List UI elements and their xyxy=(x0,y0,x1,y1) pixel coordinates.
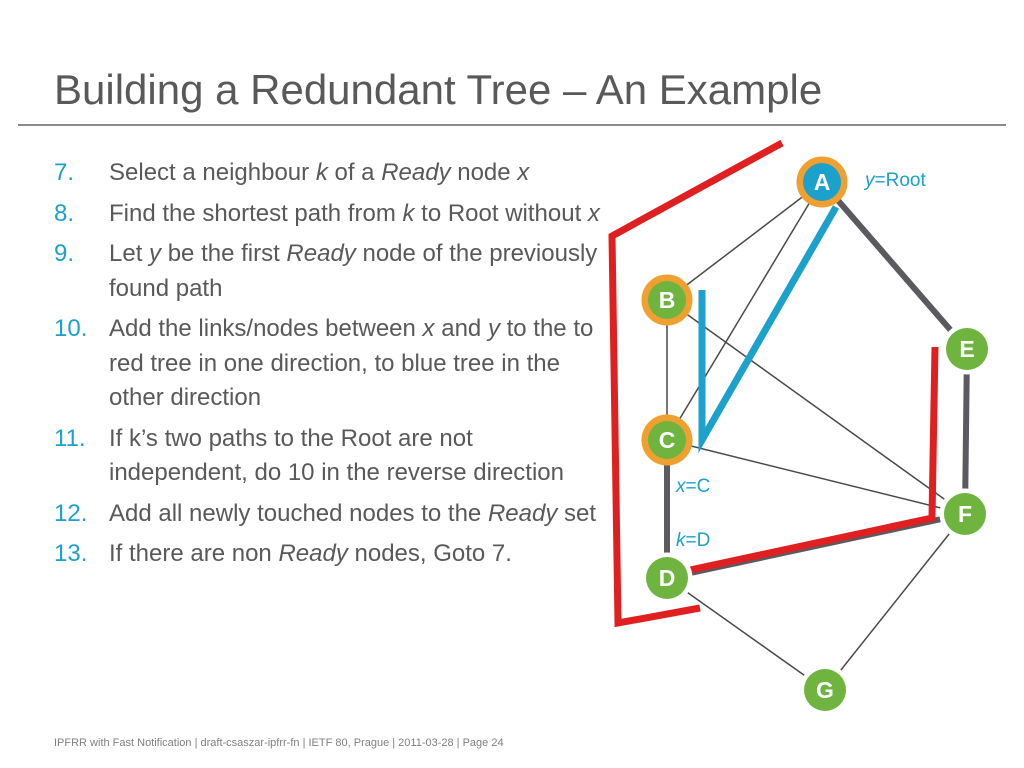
step-number: 7. xyxy=(54,159,75,186)
title-divider xyxy=(18,124,1006,126)
step-text-emphasis: k xyxy=(402,199,415,227)
node-a-label: A xyxy=(814,169,831,195)
step-text-run: If there are non xyxy=(109,540,279,567)
node-e-fill xyxy=(946,328,988,370)
annotation-x-c: x=C xyxy=(675,476,710,497)
step-text-emphasis: Ready xyxy=(278,540,348,567)
step-text-run: node of the previously found path xyxy=(109,240,598,302)
step-text-run: Add the links/nodes between xyxy=(109,315,423,342)
slide-footer: IPFRR with Fast Notification | draft-csa… xyxy=(54,737,504,749)
step-text: Add all newly touched nodes to the Ready… xyxy=(109,497,614,532)
node-e-label: E xyxy=(959,336,974,362)
node-d: D xyxy=(641,552,693,604)
step-number: 11. xyxy=(54,424,86,452)
step-text-run: Find the shortest path from xyxy=(109,199,403,227)
node-d-label: D xyxy=(659,565,676,591)
step-item: 12. Add all newly touched nodes to the Re… xyxy=(54,497,614,532)
node-d-fill xyxy=(646,557,688,599)
annotation-y-root: y=Root xyxy=(863,170,926,191)
algorithm-steps: 7. Select a neighbour k of a Ready node x… xyxy=(54,156,614,578)
step-text-emphasis: Ready xyxy=(286,240,356,267)
edge-b-f xyxy=(666,299,966,515)
edge-c-f xyxy=(666,439,966,515)
step-item: 11. If k’s two paths to the Root are not … xyxy=(54,422,614,491)
step-text-emphasis: Ready xyxy=(381,159,451,186)
edge-a-c xyxy=(666,181,823,441)
step-number: 10. xyxy=(54,315,88,342)
step-text: If there are non Ready nodes, Goto 7. xyxy=(109,537,614,572)
node-g: G xyxy=(799,664,851,716)
node-f-fill xyxy=(944,493,986,535)
step-text-emphasis: x xyxy=(517,159,530,186)
step-text-run: be the first xyxy=(161,240,287,267)
step-item: 10. Add the links/nodes between x and y t… xyxy=(54,312,614,416)
blue-tree-path xyxy=(698,205,840,454)
step-text: Find the shortest path from k to Root wi… xyxy=(109,197,614,232)
step-text-run: Let xyxy=(109,240,150,267)
step-text-run: and xyxy=(434,315,488,342)
node-g-fill xyxy=(804,669,846,711)
step-text: Select a neighbour k of a Ready node x xyxy=(109,156,614,191)
node-e: E xyxy=(941,323,993,375)
node-g-label: G xyxy=(816,677,834,703)
edge-f-g xyxy=(824,513,966,691)
slide-title: Building a Redundant Tree – An Example xyxy=(54,66,823,113)
node-a: A xyxy=(796,156,848,208)
node-f-label: F xyxy=(958,501,972,527)
step-number: 8. xyxy=(54,199,75,227)
node-b-label: B xyxy=(659,287,676,313)
step-text-run: to Root without xyxy=(414,199,588,227)
step-text-emphasis: x xyxy=(587,199,600,227)
node-f: F xyxy=(939,488,991,540)
step-text: Add the links/nodes between x and y to t… xyxy=(109,312,614,416)
step-text-emphasis: y xyxy=(149,240,162,267)
step-item: 8. Find the shortest path from k to Root … xyxy=(54,197,614,232)
edge-a-b xyxy=(666,181,823,301)
step-item: 13. If there are non Ready nodes, Goto 7. xyxy=(54,537,614,572)
node-a-fill xyxy=(803,163,841,201)
annotation-k-d: k=D xyxy=(676,530,710,551)
step-text-run: nodes, Goto 7. xyxy=(347,540,512,567)
step-text-emphasis: x xyxy=(422,315,435,342)
edge-a-e xyxy=(819,179,970,352)
step-text-run: to the to red tree in one direction, to … xyxy=(109,315,594,411)
step-text-run: of a xyxy=(327,159,382,186)
step-text-emphasis: k xyxy=(315,159,328,186)
edge-e-f xyxy=(962,346,970,517)
step-text-run: Add all newly touched nodes to the xyxy=(109,499,488,527)
step-text-emphasis: y xyxy=(487,315,500,342)
node-b-fill xyxy=(648,281,686,319)
graph-edges xyxy=(666,181,966,691)
step-text-run: Select a neighbour xyxy=(109,159,316,186)
step-item: 9. Let y be the first Ready node of the p… xyxy=(54,237,614,306)
node-b: B xyxy=(641,274,693,326)
step-number: 13. xyxy=(54,540,88,567)
step-number: 9. xyxy=(54,240,75,267)
step-text-run: node xyxy=(450,159,518,186)
red-tree-inner-path xyxy=(689,346,939,574)
step-item: 7. Select a neighbour k of a Ready node x xyxy=(54,156,614,191)
node-c: C xyxy=(641,414,693,466)
node-c-label: C xyxy=(659,427,676,453)
red-tree-outer-path xyxy=(608,139,784,628)
step-text-emphasis: Ready xyxy=(487,499,558,527)
step-text-run: If k’s two paths to the Root are not ind… xyxy=(109,424,564,487)
step-text: If k’s two paths to the Root are not ind… xyxy=(109,422,614,491)
step-text-run: set xyxy=(557,499,596,527)
edge-d-g xyxy=(666,577,826,691)
step-number: 12. xyxy=(54,499,88,527)
node-c-fill xyxy=(648,421,686,459)
step-text: Let y be the first Ready node of the pre… xyxy=(109,237,614,306)
